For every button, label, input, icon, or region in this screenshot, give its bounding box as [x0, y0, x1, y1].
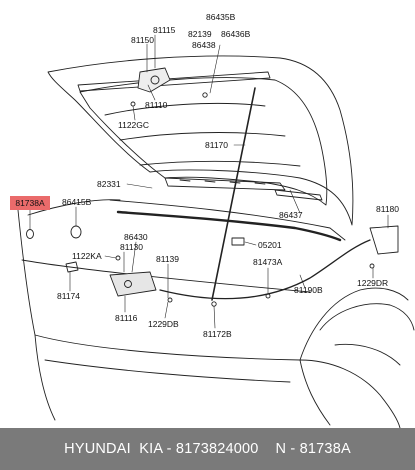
label-81174: 81174	[57, 291, 80, 301]
label-81172B: 81172B	[203, 329, 232, 339]
label-81115: 81115	[153, 25, 176, 35]
car-front-body	[17, 209, 409, 361]
hood-panel	[47, 55, 354, 226]
weatherstrip	[116, 210, 342, 242]
label-82139: 82139	[188, 29, 212, 39]
hood-hinge	[137, 67, 171, 93]
label-86415B: 86415B	[62, 197, 92, 207]
hood-inner-frame	[79, 77, 328, 206]
release-handle	[369, 225, 399, 255]
release-cable	[159, 239, 371, 300]
hood-vents	[164, 177, 286, 191]
label-86438: 86438	[192, 40, 216, 50]
grommet-81738A	[26, 229, 34, 239]
label-81190B: 81190B	[294, 285, 323, 295]
label-81473A: 81473A	[253, 257, 283, 267]
label-81116: 81116	[115, 313, 138, 323]
hood-latch	[109, 271, 157, 297]
label-1229DR: 1229DR	[357, 278, 388, 288]
clip-81174	[65, 261, 79, 273]
label-81170: 81170	[205, 140, 228, 150]
part-number-footer: HYUNDAI KIA - 8173824000 N - 81738A	[0, 428, 415, 470]
label-82331: 82331	[97, 179, 121, 189]
label-05201: 05201	[258, 240, 282, 250]
label-86435B: 86435B	[206, 12, 236, 22]
label-1229DB: 1229DB	[148, 319, 179, 329]
highlighted-part-label-81738A[interactable]: 81738A	[10, 196, 50, 210]
label-86437: 86437	[279, 210, 303, 220]
hood-stay-rod	[211, 87, 256, 301]
label-81130: 81130	[120, 242, 143, 252]
wheel-arch	[319, 303, 415, 331]
label-1122GC: 1122GC	[118, 120, 149, 130]
label-81110: 81110	[145, 100, 168, 110]
hood-assembly-diagram: 81115 81150 86435B 82139 86436B 86438 81…	[17, 12, 415, 428]
bumper-stop	[70, 225, 82, 239]
label-86430: 86430	[124, 232, 148, 242]
label-81180: 81180	[376, 204, 399, 214]
label-86436B: 86436B	[221, 29, 251, 39]
label-81139: 81139	[156, 254, 179, 264]
label-81150: 81150	[131, 35, 154, 45]
label-1122KA: 1122KA	[72, 251, 102, 261]
hinge-bar	[77, 71, 271, 92]
